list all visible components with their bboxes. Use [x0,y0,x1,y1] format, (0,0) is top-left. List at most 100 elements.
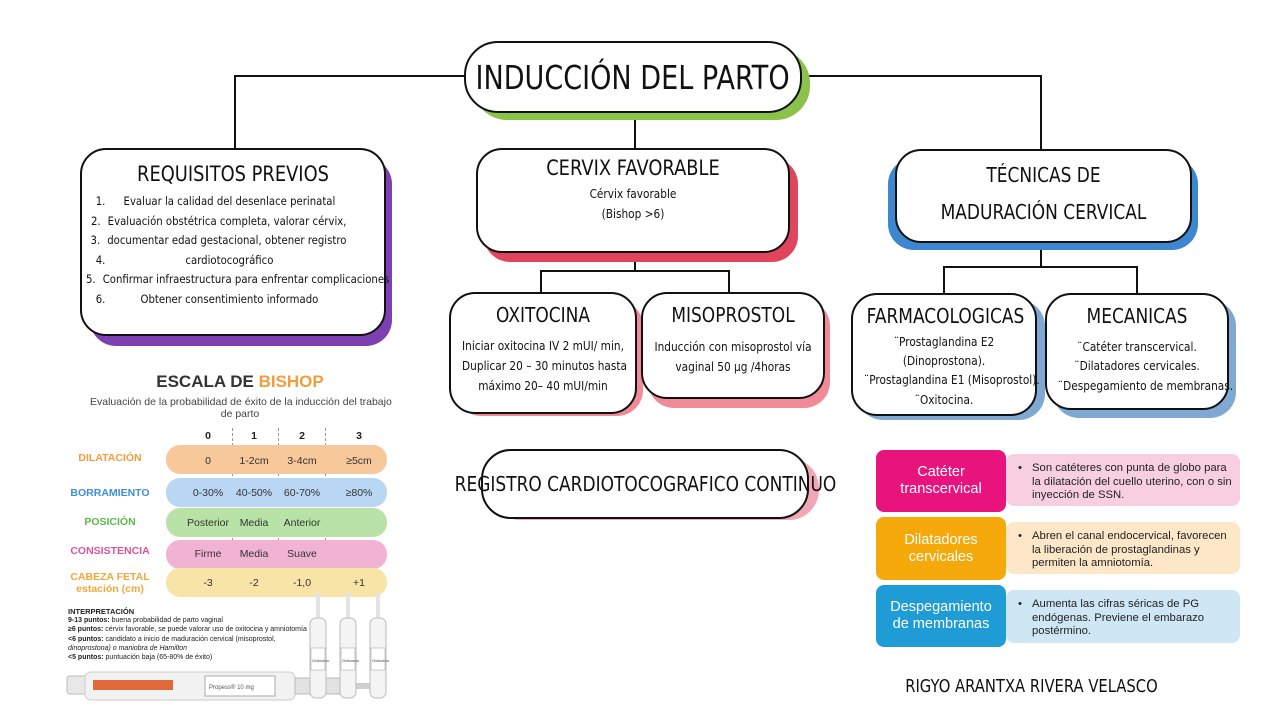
connector-title-right [808,75,1041,77]
connector-tecnicas-branch [943,266,1137,268]
bishop-label-borramiento: BORRAMIENTO [70,487,150,499]
bishop-bar-cabeza [166,568,387,597]
connector-to-oxitocina [540,270,542,292]
tecnicas-line1: TÉCNICAS DE [986,163,1101,187]
registro-label: REGISTRO CARDIOTOCOGRAFICO CONTINUO [454,472,836,496]
bishop-bar-consistencia [166,540,387,569]
connector-cervix-branch [540,270,729,272]
requisitos-box: REQUISITOS PREVIOS 1.Evaluar la calidad … [80,148,390,336]
ampoule-label: Oxitocina [342,658,359,663]
interp-line: dinoprostona) o maniobra de Hamilton [68,644,188,652]
mecanicas-line3: ¨Despegamiento de membranas. [1057,379,1234,393]
author-name: RIGYO ARANTXA RIVERA VELASCO [905,676,1158,697]
requisitos-list: 1.Evaluar la calidad del desenlace perin… [86,192,390,310]
tecnica-name-dilatadores: Dilatadores cervicales [876,517,1006,580]
misoprostol-line1: Inducción con misoprostol vía [654,340,812,354]
bishop-interpretation: INTERPRETACIÓN 9-13 puntos: buena probab… [68,607,307,662]
tecnica-desc-dilatadores: • Abren el canal endocervical, favorecen… [1006,522,1240,574]
ampoule-1: Oxitocina [309,592,329,699]
ampoule-2: Oxitocina [339,592,359,699]
connector-to-mecanicas [1136,266,1138,293]
misoprostol-box: MISOPROSTOL Inducción con misoprostol ví… [641,292,825,399]
misoprostol-line2: vaginal 50 µg /4horas [675,360,791,374]
bishop-cell: -2 [249,577,259,589]
bishop-label-cabeza: CABEZA FETAL [70,571,150,583]
syringe-label: Propess® 10 mg [209,684,254,691]
list-item: 6.Obtener consentimiento informado [95,291,319,306]
interp-line: 9-13 puntos: buena probabilidad de parto… [68,617,223,625]
farmacologicas-line1: ¨Prostaglandina E2 [893,335,995,349]
connector-right-down [1040,75,1042,151]
bishop-label-posicion: POSICIÓN [84,516,136,528]
oxitocina-box: OXITOCINA Iniciar oxitocina IV 2 mUI/ mi… [449,292,637,414]
bishop-bar-posicion [166,508,387,537]
bullet-icon: • [1018,598,1022,610]
bullet-icon: • [1018,530,1022,542]
bishop-cell: Firme [194,548,222,560]
bishop-cell: ≥80% [345,487,373,499]
title-box: INDUCCIÓN DEL PARTO [464,41,802,113]
bishop-cell: Anterior [283,517,321,529]
ampoule-3: Oxitocina [369,592,389,699]
farmacologicas-box: FARMACOLOGICAS ¨Prostaglandina E2 (Dinop… [851,293,1040,416]
bishop-cell: -3 [203,577,213,589]
interp-title: INTERPRETACIÓN [68,607,135,616]
farmacologicas-title: FARMACOLOGICAS [866,304,1025,328]
bishop-title: ESCALA DE BISHOP [156,372,324,391]
farmacologicas-line4: ¨Oxitocina. [914,393,974,407]
bishop-subtitle-1: Evaluación de la probabilidad de éxito d… [90,396,392,408]
oxitocina-line3: máximo 20– 40 mUI/min [478,379,608,393]
oxitocina-title: OXITOCINA [496,303,590,327]
ampoule-label: Oxitocina [372,658,389,663]
tecnica-desc-despegamiento: • Aumenta las cifras séricas de PG endóg… [1006,590,1240,643]
interp-line: <6 puntos: candidato a inicio de madurac… [68,635,276,643]
tecnicas-box: TÉCNICAS DE MADURACIÓN CERVICAL [895,149,1192,243]
bishop-score-0: 0 [205,430,211,442]
bullet-icon: • [1018,462,1022,474]
interp-line: ≥6 puntos: cérvix favorable, se puede va… [68,626,307,634]
bishop-bar-borramiento [166,478,387,507]
oxitocina-line2: Duplicar 20 – 30 minutos hasta [462,359,627,373]
cervix-line1: Cérvix favorable [589,187,677,201]
tecnica-desc-cateter: • Son catéteres con punta de globo para … [1006,454,1240,506]
bishop-cell: 1-2cm [239,455,269,467]
requisitos-title: REQUISITOS PREVIOS [137,162,329,186]
connector-tecnicas-down [1040,242,1042,268]
bishop-cell: +1 [353,577,365,589]
bishop-cell: Media [239,548,269,560]
page-title: INDUCCIÓN DEL PARTO [475,57,791,97]
list-item: 1.Evaluar la calidad del desenlace perin… [95,194,336,208]
cervix-title: CERVIX FAVORABLE [546,156,720,180]
tecnicas-line2: MADURACIÓN CERVICAL [940,200,1147,224]
bishop-score-1: 1 [251,430,257,442]
connector-title-left [234,75,466,77]
bishop-cell: 40-50% [235,487,273,499]
farmacologicas-line2: (Dinoprostona). [902,354,986,368]
ampoule-label: Oxitocina [312,658,329,663]
interp-line: <5 puntos: puntuación baja (65-80% de éx… [68,654,213,662]
bishop-cell: Suave [287,548,317,560]
mecanicas-line1: ¨Catéter transcervical. [1077,340,1197,354]
bishop-cell: ≥5cm [346,455,372,467]
connector-to-misoprostol [728,270,730,292]
list-item: 5.Confirmar infraestructura para enfrent… [86,272,390,287]
tecnica-name-despegamiento: Despegamiento de membranas [876,585,1006,647]
connector-center-down [634,111,636,149]
bishop-subtitle-2: de parto [220,408,260,420]
bishop-cell: 0 [205,455,211,467]
farmacologicas-line3: ¨Prostaglandina E1 (Misoprostol). [863,373,1040,387]
list-item: 4.cardiotocográfico [95,252,274,267]
connector-to-farmacologicas [943,266,945,293]
connector-left-down [234,75,236,150]
bishop-cell: Media [239,517,269,529]
mecanicas-box: MECANICAS ¨Catéter transcervical. ¨Dilat… [1045,293,1234,410]
tecnica-name-cateter: Catéter transcervical [876,450,1006,512]
list-item: 3.documentar edad gestacional, obtener r… [90,233,347,248]
mecanicas-line2: ¨Dilatadores cervicales. [1074,359,1200,373]
bishop-cell: Posterior [186,517,229,529]
cervix-line2: (Bishop >6) [601,207,665,221]
list-item: 2.Evaluación obstétrica completa, valora… [90,213,347,228]
cervix-box: CERVIX FAVORABLE Cérvix favorable (Bisho… [476,148,790,253]
bishop-score-3: 3 [356,430,362,442]
registro-box: REGISTRO CARDIOTOCOGRAFICO CONTINUO [454,449,836,519]
